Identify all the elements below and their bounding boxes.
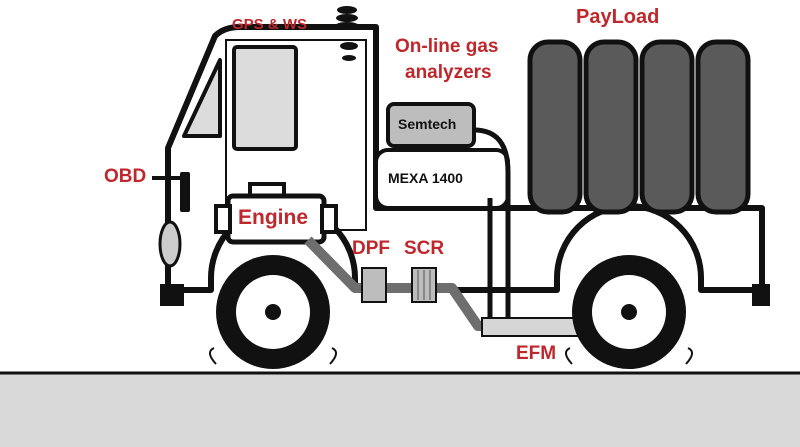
payload-tanks xyxy=(527,39,751,215)
gps-ws-label: GPS & WS xyxy=(232,16,308,33)
rear-wheel xyxy=(565,255,693,369)
front-bumper xyxy=(160,284,184,306)
online-gas-label-line2: analyzers xyxy=(405,62,492,83)
headlight xyxy=(158,220,182,268)
obd-port xyxy=(180,172,190,212)
online-gas-label-line1: On-line gas xyxy=(395,36,499,57)
dpf-label: DPF xyxy=(352,238,390,259)
engine-block xyxy=(214,182,338,245)
payload-label: PayLoad xyxy=(576,6,660,28)
mexa-label: MEXA 1400 xyxy=(388,170,463,186)
semtech-sample-line xyxy=(473,127,511,328)
road xyxy=(0,371,800,447)
cab-main-window xyxy=(232,45,298,151)
cab-side-window xyxy=(182,58,222,138)
front-wheel xyxy=(209,255,337,369)
rear-bumper xyxy=(752,284,770,306)
engine-label: Engine xyxy=(238,206,309,229)
obd-label: OBD xyxy=(104,166,147,187)
gps-ws-antenna xyxy=(335,6,359,61)
dpf-unit xyxy=(361,267,387,303)
semtech-box xyxy=(386,102,476,148)
efm-label: EFM xyxy=(516,343,557,364)
semtech-label: Semtech xyxy=(398,116,457,132)
scr-label: SCR xyxy=(404,238,445,259)
